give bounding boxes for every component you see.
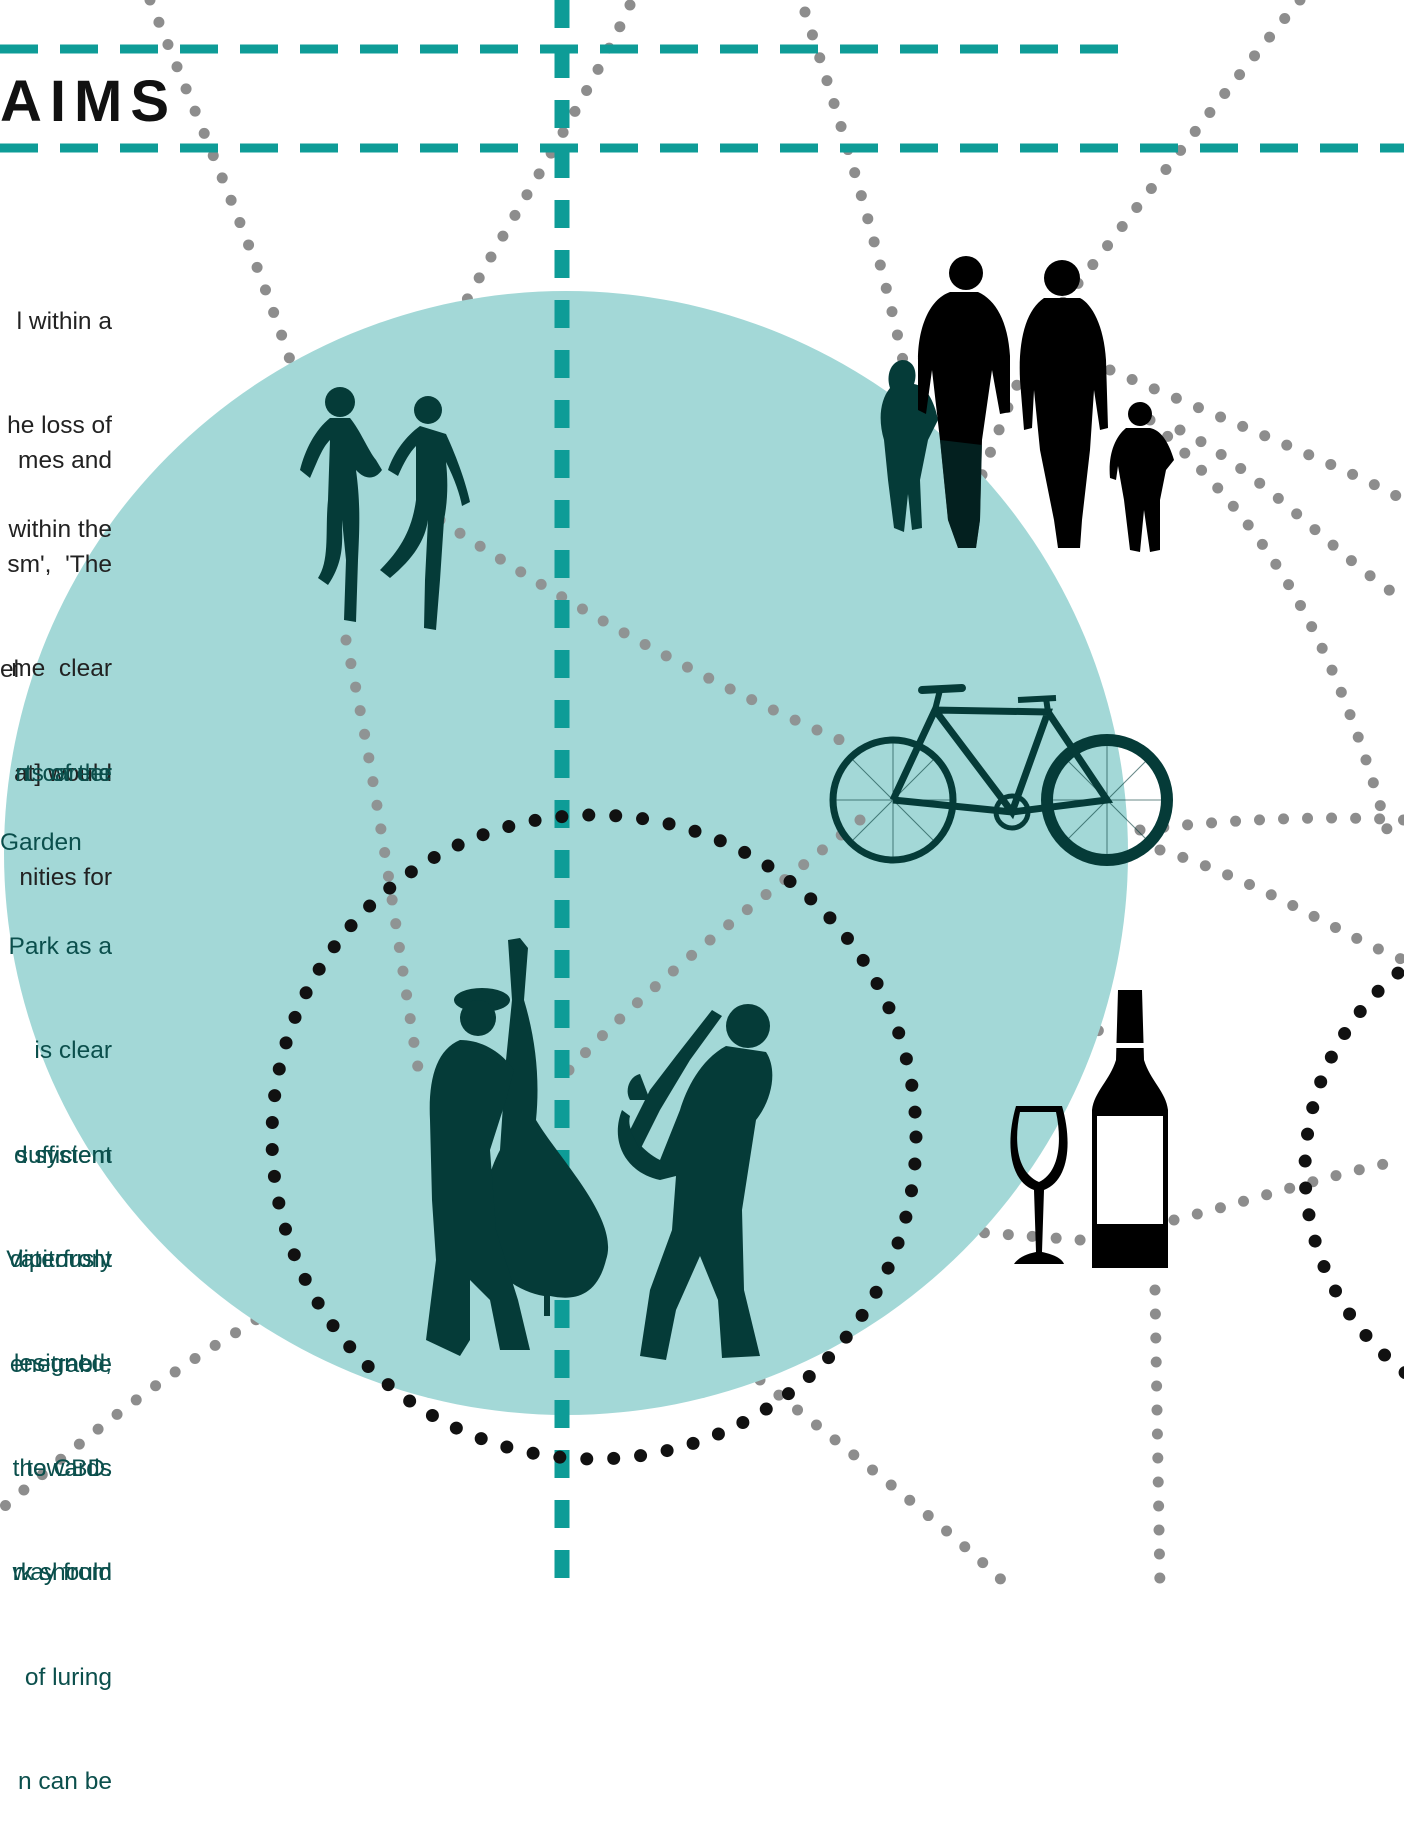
text-line: dipitously <box>9 1245 112 1273</box>
text-line: the CBD. <box>12 1454 112 1482</box>
body-text-block-1: l within a he loss of within the <box>0 235 112 583</box>
aims-diagram <box>0 0 1404 1588</box>
text-line: towards <box>26 1454 112 1482</box>
text-line: of luring <box>24 1663 112 1691</box>
page-heading: AIMS <box>0 69 177 134</box>
bicycle-icon <box>829 684 1173 866</box>
text-line: n career <box>15 759 112 787</box>
text-line: ts of the <box>24 759 112 787</box>
text-line: Park as a <box>8 932 113 960</box>
wine-bottle-icon <box>1092 990 1168 1268</box>
text-line: he loss of <box>7 411 112 439</box>
text-line: rk should <box>12 1559 112 1587</box>
text-line: d system <box>13 1141 112 1169</box>
body-text-block-2: mes and sm', 'The me clear at] would nit… <box>0 374 112 931</box>
text-line: me clear <box>11 655 112 683</box>
teal-dashed-guides <box>0 0 1404 1588</box>
body-text-block-5: Garden Park as a is clear sufficient Vat… <box>0 756 112 1626</box>
text-line: sm', 'The <box>7 550 112 578</box>
double-bass-player-icon <box>426 938 609 1356</box>
text-line: sufficient <box>15 1141 112 1169</box>
grey-dotted-lines-front <box>340 514 866 1086</box>
body-text-block-6: d system dipitously lesigned; towards rk… <box>0 1069 112 1835</box>
text-line: way from <box>12 1559 112 1587</box>
text-line: is clear <box>34 1037 112 1065</box>
text-line: Vaterfront <box>6 1246 112 1274</box>
body-text-block-4: n career <box>0 687 112 826</box>
body-text-block-3: el ts of the <box>0 583 112 827</box>
saxophone-player-icon <box>617 1004 773 1360</box>
wine-glass-icon <box>1010 1106 1068 1264</box>
text-line: el <box>0 655 20 683</box>
text-line: mes and <box>18 446 112 474</box>
text-line: within the <box>8 516 112 544</box>
text-line: lesigned; <box>13 1350 112 1378</box>
text-line: Garden <box>0 828 82 856</box>
text-line: l within a <box>16 307 112 335</box>
family-walking-icon <box>880 256 1174 552</box>
black-dotted-circle <box>265 808 923 1466</box>
text-line: enetrable <box>9 1350 112 1378</box>
text-line: n can be <box>18 1767 112 1795</box>
text-line: at] would <box>13 759 112 787</box>
text-line: nities for <box>19 864 112 892</box>
runners-icon <box>300 387 470 630</box>
